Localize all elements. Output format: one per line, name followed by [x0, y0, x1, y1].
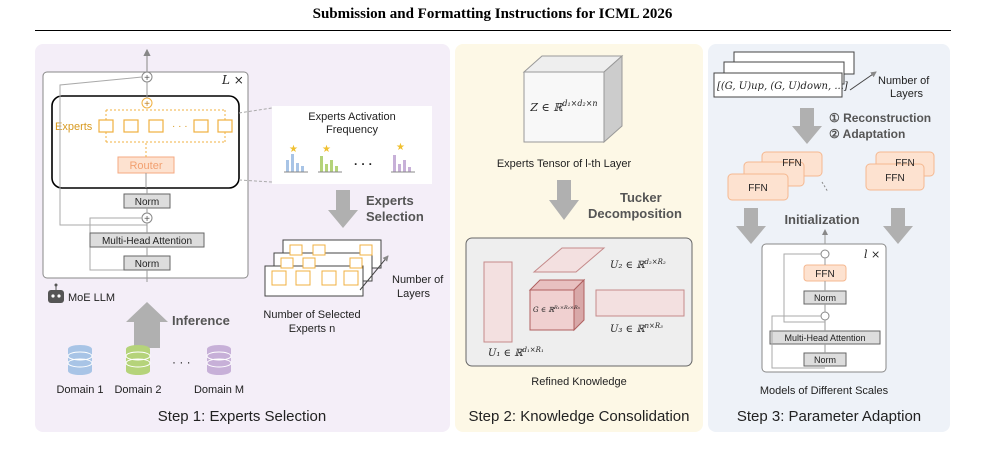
ffn-card	[727, 173, 789, 201]
num-selected-label-2: Experts n	[289, 323, 335, 335]
selection-label-2: Selection	[366, 209, 424, 224]
norm-top-label: Norm	[814, 293, 836, 303]
page-header: Submission and Formatting Instructions f…	[312, 6, 673, 22]
core-label: G ∈ ℝR₁×R₂×R₃	[533, 305, 580, 314]
init-arrow-right	[883, 208, 913, 244]
tucker-label-1: Tucker	[620, 190, 662, 205]
tucker-arrow	[549, 180, 579, 220]
u2-matrix	[532, 247, 606, 273]
u1-matrix	[483, 261, 513, 343]
step3-title: Step 3: Parameter Adaption	[737, 408, 921, 425]
database-icon	[67, 345, 93, 375]
step2-title: Step 2: Knowledge Consolidation	[469, 408, 690, 425]
svg-text:+: +	[144, 99, 150, 110]
svg-text:+: +	[144, 214, 150, 225]
core-tensor	[528, 278, 586, 332]
histogram-icon: ★	[391, 142, 415, 173]
layer-mult-label: l ×	[864, 248, 880, 261]
ffn-card	[865, 163, 925, 191]
inference-label: Inference	[172, 313, 230, 328]
selection-label-1: Experts	[366, 193, 414, 208]
experts-tensor-cube	[522, 54, 624, 144]
ffn-label: FFN	[748, 183, 767, 194]
param-stack-text: [(G, U)up, (G, U)down, ...]	[717, 81, 848, 92]
expert-box	[217, 119, 233, 133]
expert-box	[193, 119, 209, 133]
domain-label: Domain 1	[56, 384, 103, 396]
param-stack-card	[713, 72, 843, 98]
robot-icon	[48, 283, 64, 303]
activation-label-2: Frequency	[326, 124, 378, 136]
domain-label: Domain M	[194, 384, 244, 396]
step3-panel	[708, 44, 950, 432]
reconstruction-arrow	[792, 108, 822, 144]
expert-box	[148, 119, 164, 133]
svg-text:★: ★	[322, 144, 331, 155]
models-caption: Models of Different Scales	[760, 385, 889, 397]
reconstruction-label: ① Reconstruction	[829, 111, 931, 125]
selection-arrow	[328, 190, 358, 228]
step1-title: Step 1: Experts Selection	[158, 408, 326, 425]
tucker-label-2: Decomposition	[588, 206, 682, 221]
activation-label-1: Experts Activation	[308, 111, 395, 123]
tensor-caption: Experts Tensor of l-th Layer	[497, 158, 632, 170]
layer-mult-label: L ×	[221, 73, 244, 87]
expert-box	[123, 119, 139, 133]
experts-dots: · · ·	[172, 121, 188, 132]
domain-dots: · · ·	[172, 355, 191, 369]
header-rule	[35, 30, 951, 31]
num-layers-label-2: Layers	[397, 288, 431, 300]
ffn-label: FFN	[782, 158, 801, 169]
num-layers-label-1: Number of	[878, 75, 930, 87]
histogram-icon: ★	[284, 144, 308, 173]
router-label: Router	[129, 160, 162, 172]
norm-bottom-label: Norm	[135, 259, 159, 270]
ffn-label: FFN	[895, 158, 914, 169]
svg-text:+: +	[144, 73, 150, 84]
database-icon	[125, 345, 151, 375]
norm-top-label: Norm	[135, 197, 159, 208]
moe-llm-label: MoE LLM	[68, 292, 115, 304]
experts-label: Experts	[55, 121, 93, 133]
svg-text:★: ★	[289, 144, 298, 155]
refined-label: Refined Knowledge	[531, 376, 626, 388]
num-layers-label-1: Number of	[392, 274, 444, 286]
u3-matrix	[595, 289, 685, 317]
init-arrow-left	[736, 208, 766, 244]
inference-arrow	[126, 302, 168, 348]
histogram-dots: · · ·	[354, 157, 373, 171]
mha-label: Multi-Head Attention	[784, 333, 865, 343]
histogram-icon: ★	[318, 144, 342, 173]
domain-label: Domain 2	[114, 384, 161, 396]
database-icon	[206, 345, 232, 375]
num-selected-label-1: Number of Selected	[263, 309, 360, 321]
mha-label: Multi-Head Attention	[102, 236, 192, 247]
ffn-label: FFN	[815, 269, 834, 280]
num-layers-label-2: Layers	[890, 88, 924, 100]
expert-box	[98, 119, 114, 133]
adaptation-label: ② Adaptation	[829, 127, 905, 141]
initialization-label: Initialization	[784, 212, 859, 227]
ffn-label: FFN	[885, 173, 904, 184]
svg-text:★: ★	[396, 142, 405, 153]
norm-bottom-label: Norm	[814, 355, 836, 365]
